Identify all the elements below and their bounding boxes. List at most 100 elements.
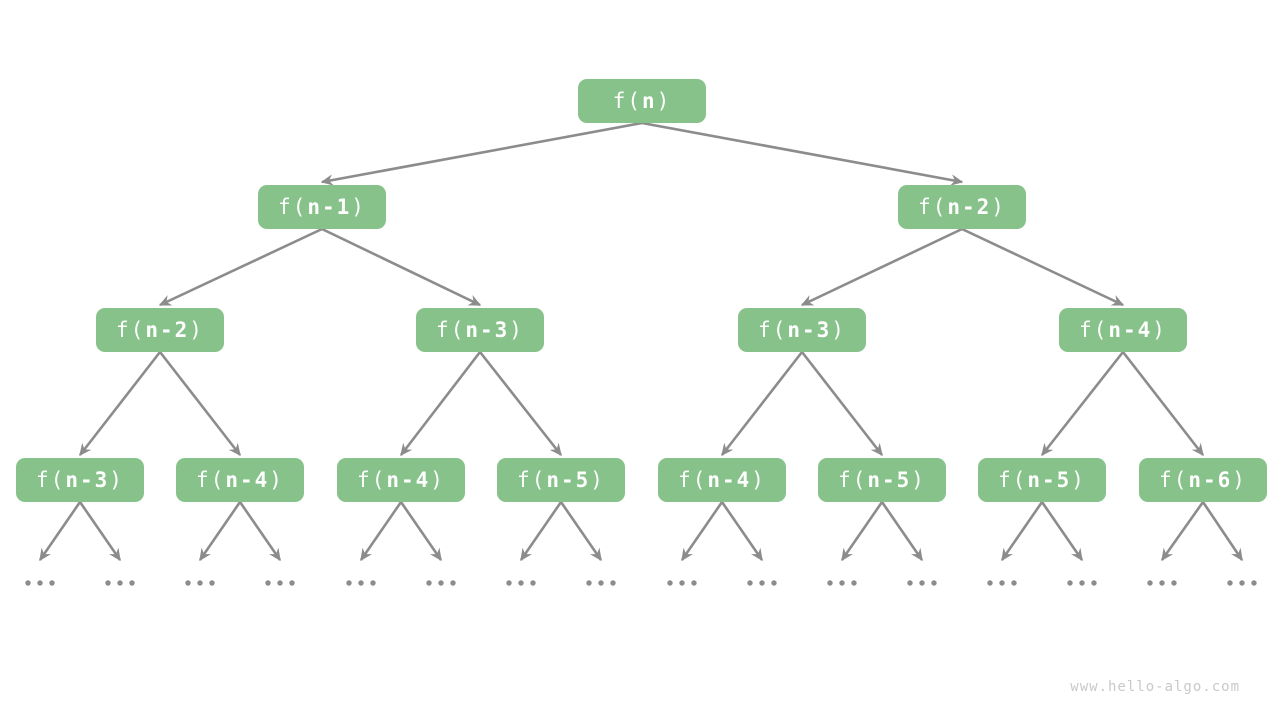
ellipsis-dots xyxy=(1227,580,1257,586)
node-label-prefix: f( xyxy=(436,318,466,342)
edge-arrow xyxy=(800,351,884,457)
tree-node-f-n: f(n) xyxy=(578,79,706,123)
node-label-prefix: f( xyxy=(1159,468,1189,492)
edge-arrow xyxy=(78,351,162,457)
ellipsis-dots xyxy=(907,580,937,586)
node-label-prefix: f( xyxy=(357,468,387,492)
tree-node-f-n-4: f(n-4) xyxy=(658,458,786,502)
node-label-suffix: ) xyxy=(269,468,284,492)
tree-node-f-n-3: f(n-3) xyxy=(738,308,866,352)
ellipsis-dots xyxy=(1067,580,1097,586)
edge-arrow xyxy=(38,501,82,562)
tree-node-f-n-5: f(n-5) xyxy=(818,458,946,502)
node-label-argument: n xyxy=(641,89,657,113)
edge-arrow xyxy=(1201,501,1244,562)
node-label-argument: n-2 xyxy=(947,195,992,219)
edge-arrow xyxy=(641,121,964,186)
edge-arrow xyxy=(961,227,1125,307)
node-label-suffix: ) xyxy=(831,318,846,342)
edge-arrow xyxy=(158,351,242,457)
edge-arrow xyxy=(840,501,884,562)
node-label-prefix: f( xyxy=(758,318,788,342)
ellipsis-dots xyxy=(586,580,616,586)
node-label-argument: n-4 xyxy=(386,468,431,492)
node-label-prefix: f( xyxy=(116,318,146,342)
node-label-prefix: f( xyxy=(838,468,868,492)
tree-node-f-n-4: f(n-4) xyxy=(1059,308,1187,352)
node-label-suffix: ) xyxy=(189,318,204,342)
ellipsis-dots xyxy=(827,580,857,586)
node-label-suffix: ) xyxy=(751,468,766,492)
node-label-argument: n-4 xyxy=(707,468,752,492)
node-label-suffix: ) xyxy=(991,195,1006,219)
edge-arrow xyxy=(198,501,242,562)
ellipsis-dots xyxy=(265,580,295,586)
node-label-suffix: ) xyxy=(109,468,124,492)
edge-arrow xyxy=(78,501,122,562)
node-label-prefix: f( xyxy=(678,468,708,492)
edge-arrow xyxy=(158,227,323,307)
node-label-argument: n-6 xyxy=(1188,468,1233,492)
edge-arrow xyxy=(359,501,403,562)
edge-arrow xyxy=(1000,501,1044,562)
ellipsis-dots xyxy=(667,580,697,586)
node-label-argument: n-5 xyxy=(1027,468,1072,492)
node-label-argument: n-2 xyxy=(145,318,190,342)
tree-node-f-n-1: f(n-1) xyxy=(258,185,386,229)
node-label-argument: n-3 xyxy=(65,468,110,492)
ellipsis-dots xyxy=(105,580,135,586)
node-label-prefix: f( xyxy=(196,468,226,492)
ellipsis-dots xyxy=(1147,580,1177,586)
node-label-prefix: f( xyxy=(612,89,642,113)
node-label-prefix: f( xyxy=(918,195,948,219)
node-label-suffix: ) xyxy=(656,89,672,113)
edge-arrow xyxy=(1040,351,1125,457)
node-label-prefix: f( xyxy=(517,468,547,492)
ellipsis-dots xyxy=(987,580,1017,586)
edge-arrow xyxy=(800,227,963,307)
tree-node-f-n-2: f(n-2) xyxy=(96,308,224,352)
edge-arrow xyxy=(1160,501,1205,562)
ellipsis-dots xyxy=(25,580,55,586)
ellipsis-dots xyxy=(426,580,456,586)
ellipsis-dots xyxy=(506,580,536,586)
tree-node-f-n-3: f(n-3) xyxy=(16,458,144,502)
node-label-argument: n-5 xyxy=(867,468,912,492)
tree-node-f-n-4: f(n-4) xyxy=(337,458,465,502)
edge-arrow xyxy=(880,501,924,562)
node-label-argument: n-3 xyxy=(465,318,510,342)
edge-arrow xyxy=(238,501,282,562)
node-label-argument: n-4 xyxy=(1108,318,1153,342)
node-label-suffix: ) xyxy=(1152,318,1167,342)
edge-arrow xyxy=(399,501,443,562)
edge-arrow xyxy=(519,501,563,562)
node-label-suffix: ) xyxy=(1232,468,1247,492)
edge-arrow xyxy=(320,121,643,186)
tree-node-f-n-5: f(n-5) xyxy=(497,458,625,502)
node-label-suffix: ) xyxy=(509,318,524,342)
node-label-suffix: ) xyxy=(590,468,605,492)
node-label-suffix: ) xyxy=(430,468,445,492)
node-label-argument: n-4 xyxy=(225,468,270,492)
edge-arrow xyxy=(1121,351,1205,457)
edge-arrow xyxy=(321,227,482,307)
node-label-argument: n-1 xyxy=(307,195,352,219)
edge-arrow xyxy=(720,501,764,562)
tree-node-f-n-3: f(n-3) xyxy=(416,308,544,352)
ellipsis-dots xyxy=(346,580,376,586)
edge-arrow xyxy=(680,501,724,562)
node-label-argument: n-5 xyxy=(546,468,591,492)
tree-node-f-n-2: f(n-2) xyxy=(898,185,1026,229)
node-label-prefix: f( xyxy=(1079,318,1109,342)
edge-arrow xyxy=(559,501,603,562)
node-label-prefix: f( xyxy=(998,468,1028,492)
ellipsis-dots xyxy=(185,580,215,586)
edge-arrow xyxy=(478,351,563,457)
node-label-suffix: ) xyxy=(911,468,926,492)
ellipsis-dots xyxy=(747,580,777,586)
node-label-prefix: f( xyxy=(278,195,308,219)
node-label-prefix: f( xyxy=(36,468,66,492)
edge-arrow xyxy=(399,351,482,457)
